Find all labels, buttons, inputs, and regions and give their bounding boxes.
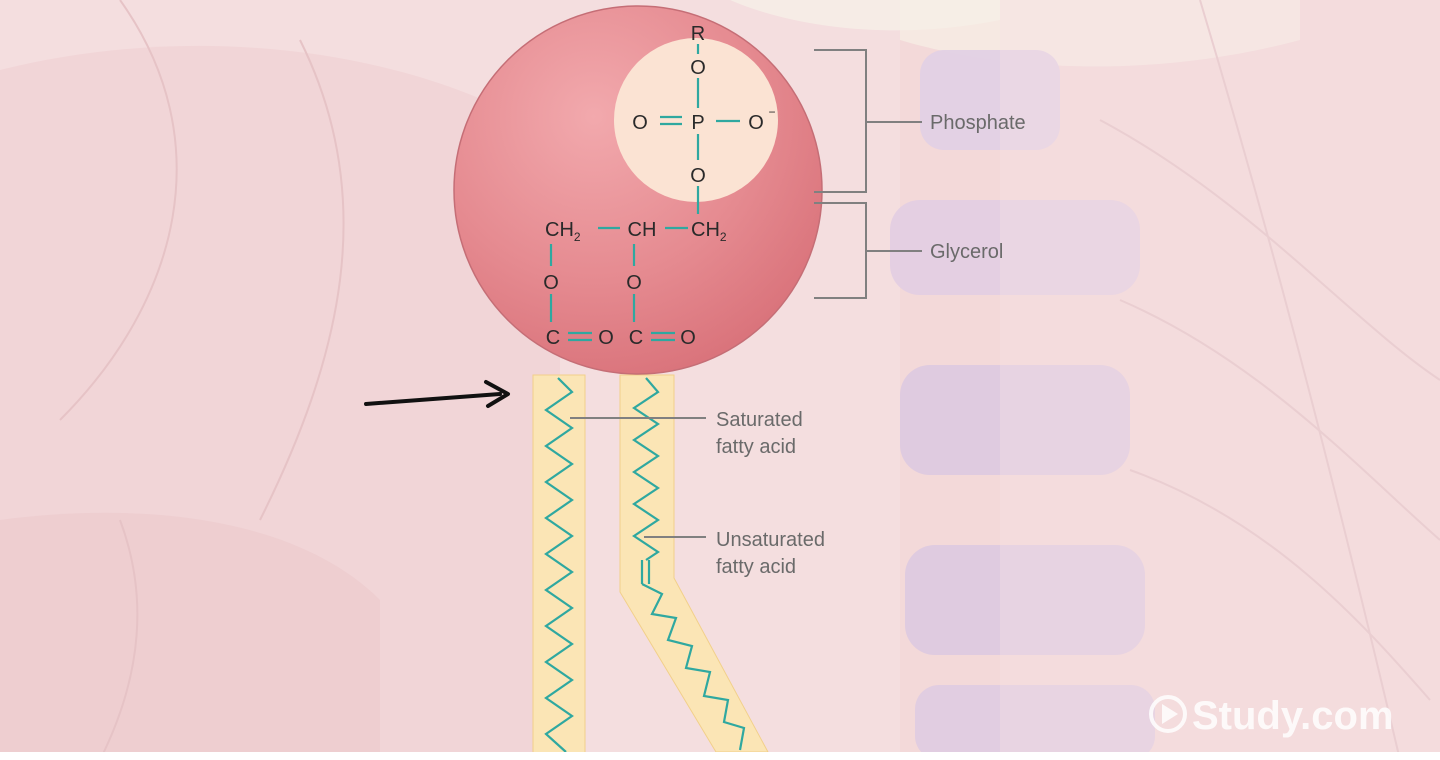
- bottom-border: [0, 752, 1440, 760]
- arrow-right-icon: [364, 380, 510, 408]
- play-circle-icon: [1149, 695, 1187, 733]
- head-sphere: [453, 5, 823, 375]
- saturated-label-line2: fatty acid: [716, 436, 796, 458]
- oxygen-ester-mid-label: O: [626, 272, 642, 294]
- phospholipid-head: [453, 5, 823, 375]
- oxygen-top-label: O: [690, 57, 706, 79]
- unsaturated-chain-upper: [632, 377, 660, 561]
- unsaturated-chain-lower: [641, 583, 746, 751]
- oxygen-carbonyl-1-label: O: [598, 327, 614, 349]
- saturated-chain: [544, 377, 574, 753]
- saturated-label-line1: Saturated: [716, 409, 803, 431]
- phosphorus-label: P: [691, 112, 704, 134]
- phosphate-zone: [614, 38, 778, 202]
- atom-labels: R O O P O − O CH2 CH CH2 O O C O C O: [543, 23, 775, 349]
- r-group-label: R: [691, 23, 705, 45]
- brackets: [570, 49, 922, 538]
- bonds: [549, 44, 740, 342]
- glycerol-label: Glycerol: [930, 241, 1003, 263]
- ch2-right-label: CH2: [691, 219, 727, 244]
- watermark-text: Study.com: [1192, 694, 1394, 738]
- fatty-acid-tails: [532, 374, 769, 756]
- oxygen-ester-left-label: O: [543, 272, 559, 294]
- carbon-ester-1-label: C: [546, 327, 560, 349]
- unsaturated-label-line1: Unsaturated: [716, 529, 825, 551]
- watermark: Study.com: [1149, 694, 1394, 738]
- ch-label: CH: [628, 219, 657, 241]
- phosphate-label: Phosphate: [930, 112, 1026, 134]
- oxygen-bottom-label: O: [690, 165, 706, 187]
- oxygen-charged-label: O: [748, 112, 764, 134]
- oxygen-double-label: O: [632, 112, 648, 134]
- carbon-ester-2-label: C: [629, 327, 643, 349]
- saturated-tail-band: [532, 374, 586, 756]
- callout-labels: Phosphate Glycerol Saturated fatty acid …: [716, 112, 1026, 578]
- unsaturated-label-line2: fatty acid: [716, 556, 796, 578]
- ch2-left-label: CH2: [545, 219, 581, 244]
- oxygen-carbonyl-2-label: O: [680, 327, 696, 349]
- negative-charge-label: −: [768, 105, 775, 119]
